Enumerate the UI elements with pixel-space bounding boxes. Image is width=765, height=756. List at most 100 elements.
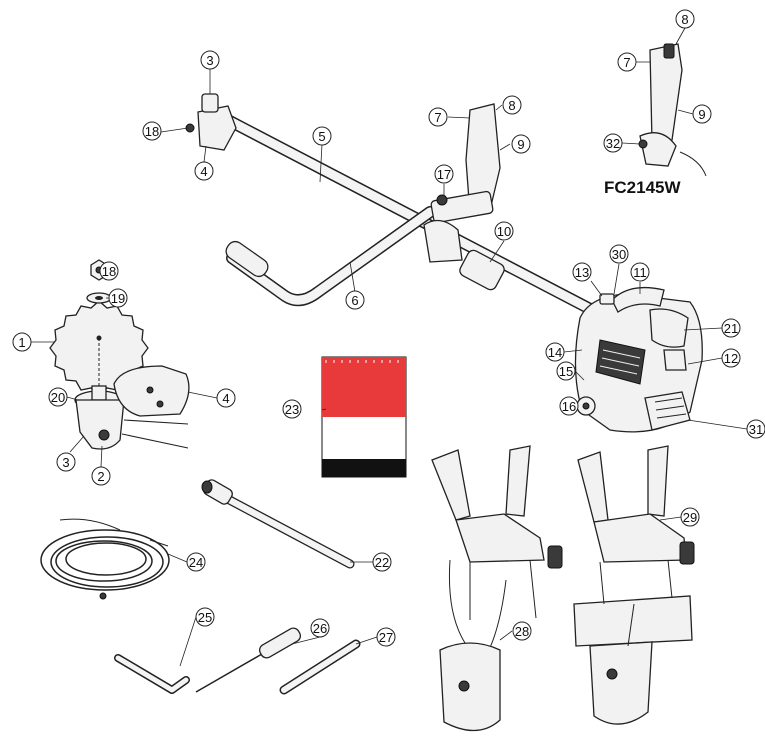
callout-circle <box>12 332 32 352</box>
callout-17: 17 <box>434 164 454 184</box>
callout-circle <box>142 121 162 141</box>
callout-circle <box>434 164 454 184</box>
model-label: FC2145W <box>604 178 681 197</box>
blade-guard <box>113 365 190 417</box>
callout-number: 9 <box>698 107 705 122</box>
callout-number: 16 <box>562 399 576 414</box>
callout-32: 32 <box>603 133 623 153</box>
callout-circle <box>376 627 396 647</box>
callout-number: 24 <box>189 555 203 570</box>
callout-circle <box>108 288 128 308</box>
callout-13: 13 <box>572 262 592 282</box>
callout-number: 20 <box>51 390 65 405</box>
callout-circle <box>216 388 236 408</box>
screwdriver <box>195 627 302 693</box>
callout-30: 30 <box>609 244 629 264</box>
callout-31: 31 <box>746 419 765 439</box>
callout-3: 3 <box>56 452 76 472</box>
callout-number: 32 <box>606 136 620 151</box>
callout-circle <box>572 262 592 282</box>
callout-number: 4 <box>200 164 207 179</box>
callout-25: 25 <box>195 607 215 627</box>
callout-circle <box>630 262 650 282</box>
callout-circle <box>545 342 565 362</box>
callout-circle <box>48 387 68 407</box>
gear-case-upper <box>185 93 237 151</box>
callout-number: 18 <box>145 124 159 139</box>
hex-key <box>114 654 190 694</box>
callout-23: 23 <box>282 399 302 419</box>
callout-circle <box>559 396 579 416</box>
callout-number: 9 <box>517 137 524 152</box>
callout-number: 2 <box>97 469 104 484</box>
callout-number: 14 <box>548 345 562 360</box>
callout-22: 22 <box>372 552 392 572</box>
socket-wrench <box>201 479 355 569</box>
callout-12: 12 <box>721 348 741 368</box>
callout-circle <box>603 133 623 153</box>
callout-number: 4 <box>222 391 229 406</box>
callout-circle <box>721 318 741 338</box>
callout-number: 8 <box>681 12 688 27</box>
callout-circle <box>675 9 695 29</box>
callout-number: 23 <box>285 402 299 417</box>
callout-20: 20 <box>48 387 68 407</box>
engine-unit <box>574 286 703 433</box>
callout-circle <box>99 261 119 281</box>
callout-18: 18 <box>99 261 119 281</box>
callout-number: 11 <box>633 265 647 280</box>
callout-5: 5 <box>312 126 332 146</box>
callout-number: 15 <box>559 364 573 379</box>
callout-number: 18 <box>102 264 116 279</box>
callout-9: 9 <box>692 104 712 124</box>
callout-circle <box>617 52 637 72</box>
nylon-cord <box>40 518 170 600</box>
callout-circle <box>609 244 629 264</box>
callout-4: 4 <box>216 388 236 408</box>
callout-24: 24 <box>186 552 206 572</box>
callout-circle <box>310 618 330 638</box>
callout-circle <box>56 452 76 472</box>
callout-number: 5 <box>318 129 325 144</box>
callout-number: 13 <box>575 265 589 280</box>
callout-circle <box>680 507 700 527</box>
callout-27: 27 <box>376 627 396 647</box>
callout-18: 18 <box>142 121 162 141</box>
callout-circle <box>186 552 206 572</box>
callout-number: 12 <box>724 351 738 366</box>
callout-circle <box>428 107 448 127</box>
handle-bar <box>225 206 436 307</box>
callout-number: 7 <box>623 55 630 70</box>
callout-number: 3 <box>206 53 213 68</box>
callout-circle <box>312 126 332 146</box>
callout-number: 1 <box>18 335 25 350</box>
warning-label-sheet <box>321 356 407 478</box>
shoulder-harness-29 <box>573 445 695 725</box>
callout-3: 3 <box>200 50 220 70</box>
callout-circle <box>692 104 712 124</box>
callout-circle <box>195 607 215 627</box>
callout-number: 26 <box>313 621 327 636</box>
callout-21: 21 <box>721 318 741 338</box>
callout-circle <box>746 419 765 439</box>
callout-number: 31 <box>749 422 763 437</box>
callout-26: 26 <box>310 618 330 638</box>
callout-28: 28 <box>512 621 532 641</box>
fc2145w-grip-detail <box>638 43 707 177</box>
throttle-grip <box>423 103 501 263</box>
callout-6: 6 <box>345 290 365 310</box>
callout-14: 14 <box>545 342 565 362</box>
callout-2: 2 <box>91 466 111 486</box>
callout-circle <box>200 50 220 70</box>
callout-circle <box>494 221 514 241</box>
callout-number: 17 <box>437 167 451 182</box>
callout-number: 29 <box>683 510 697 525</box>
callout-8: 8 <box>675 9 695 29</box>
callout-8: 8 <box>502 95 522 115</box>
callout-circle <box>721 348 741 368</box>
callout-11: 11 <box>630 262 650 282</box>
callout-number: 6 <box>351 293 358 308</box>
callout-circle <box>511 134 531 154</box>
